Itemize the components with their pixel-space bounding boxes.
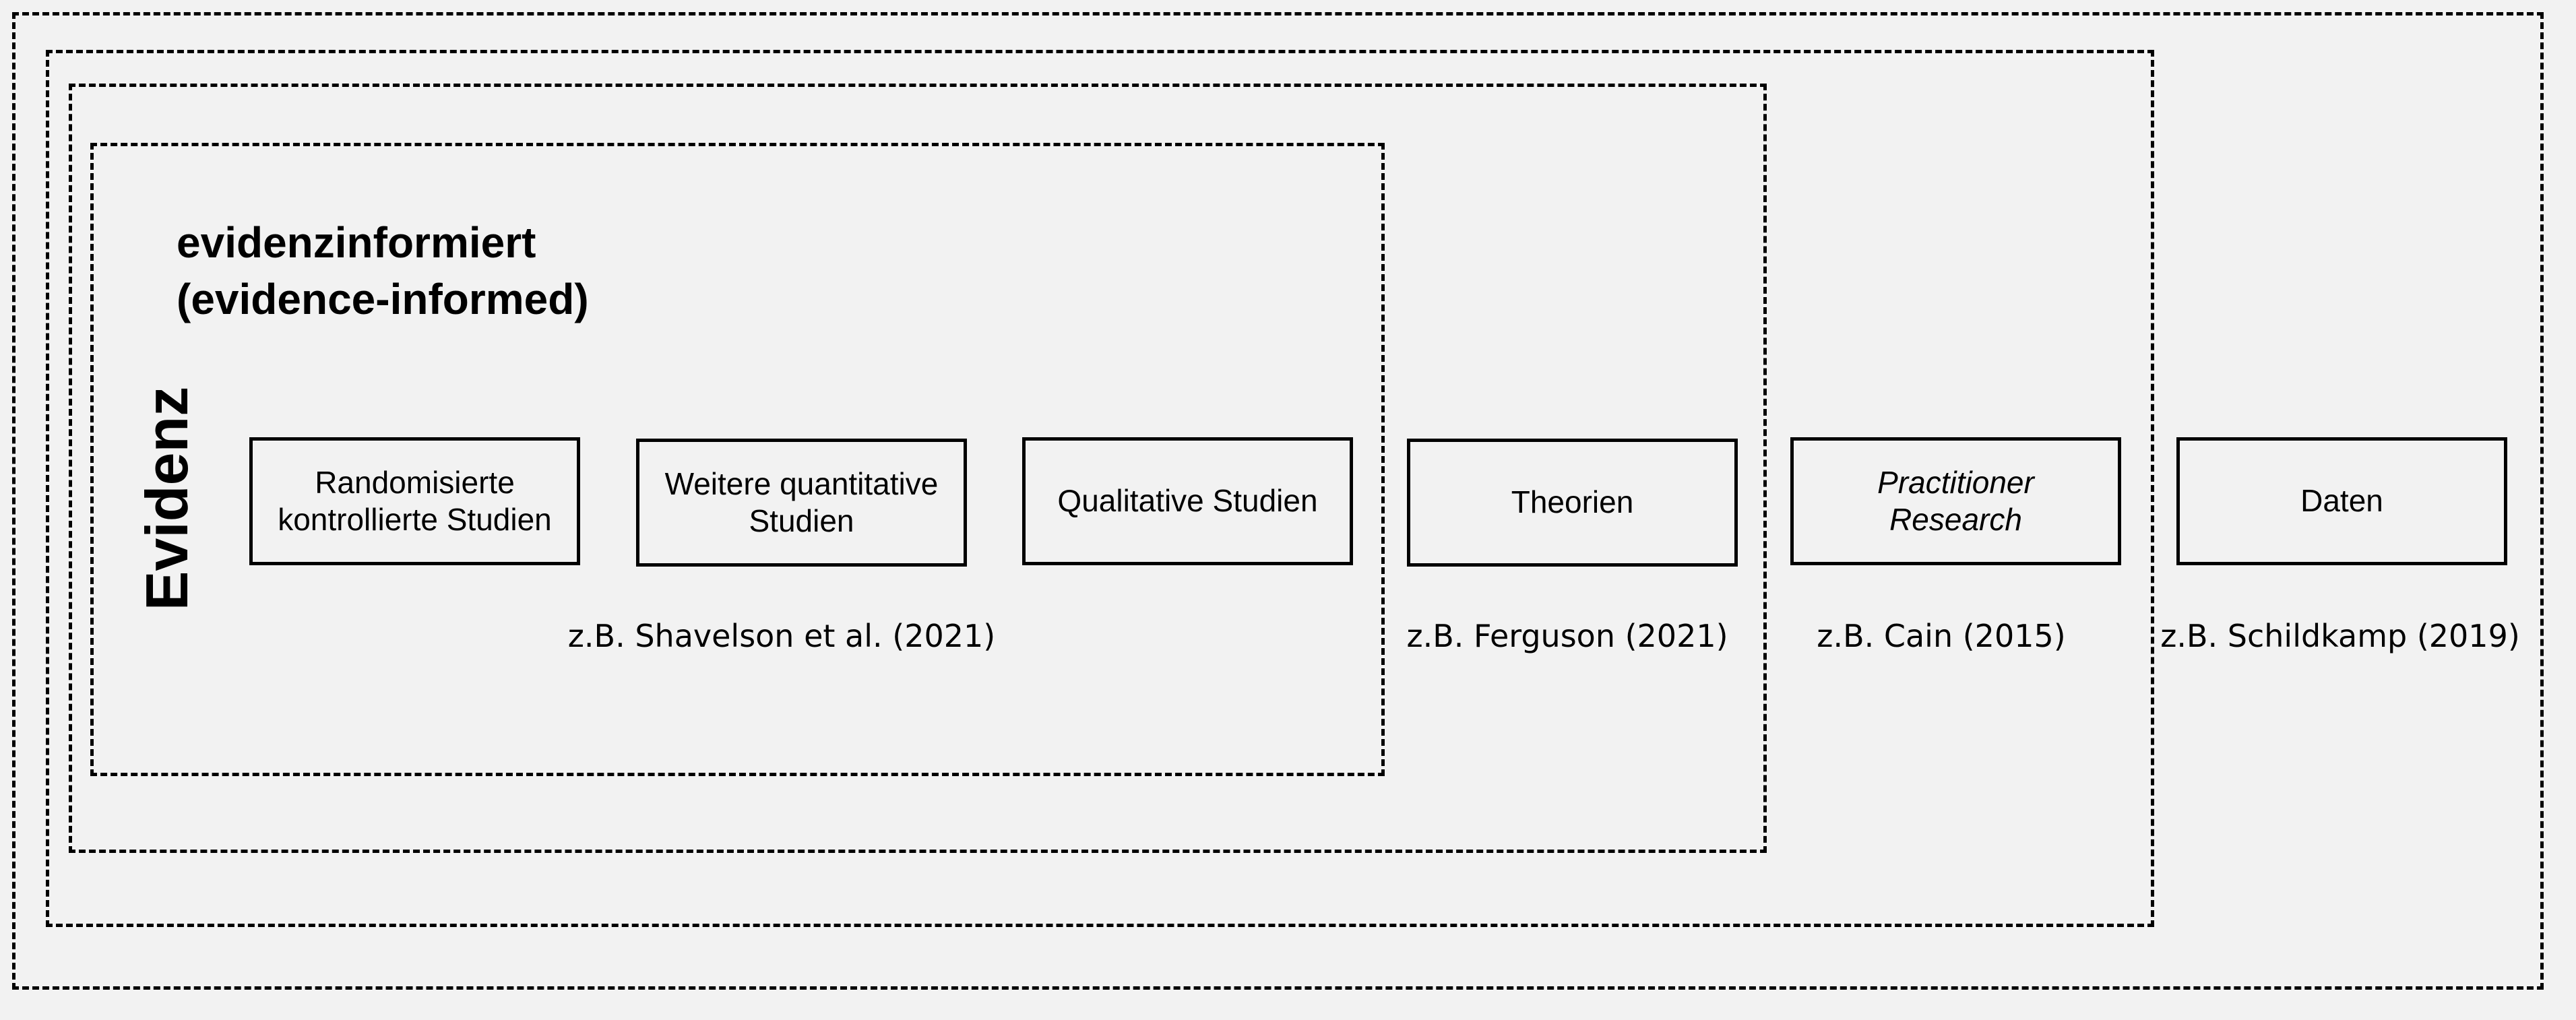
ref-schildkamp: z.B. Schildkamp (2019) bbox=[2160, 618, 2520, 654]
box-quantitative-label: Weitere quantitative Studien bbox=[664, 466, 939, 538]
box-daten: Daten bbox=[2176, 437, 2507, 565]
box-qualitative: Qualitative Studien bbox=[1022, 437, 1353, 565]
frame-theorien bbox=[69, 84, 1767, 853]
title-line-2: (evidence-informed) bbox=[177, 275, 589, 323]
ref-ferguson: z.B. Ferguson (2021) bbox=[1406, 618, 1728, 654]
ref-shavelson: z.B. Shavelson et al. (2021) bbox=[567, 618, 996, 654]
evidenz-side-label: Evidenz bbox=[133, 386, 200, 611]
diagram-title: evidenzinformiert (evidence-informed) bbox=[177, 214, 589, 327]
box-qualitative-label: Qualitative Studien bbox=[1057, 483, 1318, 519]
box-rct-label: Randomisierte kontrollierte Studien bbox=[278, 464, 552, 537]
box-daten-label: Daten bbox=[2300, 483, 2383, 519]
box-practitioner-label: Practitioner Research bbox=[1877, 464, 2034, 537]
box-theorien-label: Theorien bbox=[1511, 484, 1634, 520]
frame-outer-daten bbox=[12, 12, 2544, 990]
box-theorien: Theorien bbox=[1407, 439, 1738, 567]
ref-cain: z.B. Cain (2015) bbox=[1817, 618, 2066, 654]
box-quantitative: Weitere quantitative Studien bbox=[636, 439, 967, 567]
box-practitioner-research: Practitioner Research bbox=[1790, 437, 2121, 565]
box-rct: Randomisierte kontrollierte Studien bbox=[249, 437, 580, 565]
frame-practitioner-research bbox=[46, 50, 2154, 927]
title-line-1: evidenzinformiert bbox=[177, 218, 536, 267]
frame-evidenz bbox=[90, 143, 1385, 776]
